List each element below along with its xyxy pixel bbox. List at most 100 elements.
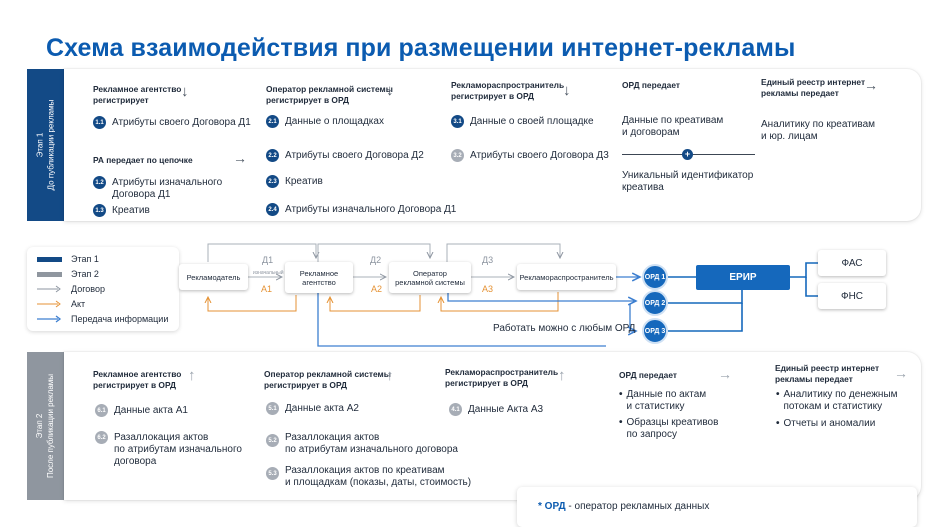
stage1-tab: Этап 1 До публикации рекламы	[27, 69, 64, 221]
legend-contract: Договор	[37, 284, 105, 294]
erir-fas	[790, 262, 818, 278]
any-ord-note: Работать можно с любым ОРД	[493, 323, 636, 334]
arrow-right-icon: →	[718, 366, 732, 382]
step-badge: 4.1	[449, 403, 462, 416]
info-operator-ord2	[447, 293, 636, 301]
step-badge: 2.4	[266, 203, 279, 216]
legend-swatch	[37, 285, 61, 293]
act-a2-arrow	[330, 295, 421, 312]
contract-label-d1: Д1	[262, 255, 274, 265]
act-a1-arrow	[208, 295, 297, 312]
stage2-tab-label: Этап 2 После публикации рекламы	[35, 373, 56, 479]
arrow-right-icon: →	[864, 77, 878, 93]
stage2-ord-header: ОРД передает	[619, 370, 677, 380]
contract-label-d3: Д3	[482, 255, 494, 265]
act-label-a1: А1	[261, 284, 273, 294]
step-badge: 2.2	[266, 149, 279, 162]
legend-act: Акт	[37, 299, 85, 309]
step-badge: 5.1	[266, 402, 279, 415]
info-agency-ord3	[317, 293, 606, 347]
stage2-erir-bullet-2: •Отчеты и аномалии	[776, 418, 876, 429]
contract-d3-arrow	[446, 243, 560, 262]
footnote-abbr: * ОРД	[538, 501, 566, 512]
legend-swatch	[37, 271, 62, 277]
legend-swatch	[37, 315, 62, 323]
node-advertiser: Рекламодатель	[179, 264, 248, 290]
legend-stage1: Этап 1	[37, 254, 99, 264]
fas-box: ФАС	[818, 250, 886, 276]
contract-label-d2: Д2	[370, 255, 382, 265]
step-badge: 5.3	[266, 467, 279, 480]
contract-d1-arrow	[207, 243, 316, 262]
stage1-agency-subheader: РА передает по цепочке	[93, 155, 193, 165]
arrow-down-icon: ↓	[563, 82, 571, 99]
step-badge: 2.3	[266, 175, 279, 188]
step-badge: 5.2	[266, 434, 279, 447]
arrow-up-icon: ↑	[558, 367, 566, 384]
plus-icon: +	[682, 149, 693, 160]
node-distributor: Рекламораспространитель	[517, 264, 616, 290]
step-badge: 2.1	[266, 115, 279, 128]
stage2-panel	[64, 352, 921, 500]
legend: Этап 1 Этап 2 Договор Акт Передача инфор…	[27, 247, 179, 331]
erir-box: ЕРИР	[696, 265, 790, 290]
step-badge: 1.2	[93, 176, 106, 189]
arrow-down-icon: ↓	[386, 82, 394, 99]
arrow-up-icon: ↑	[386, 367, 394, 384]
ord-1: ОРД 1	[642, 264, 668, 290]
legend-stage2: Этап 2	[37, 269, 99, 279]
legend-info: Передача информации	[37, 314, 168, 324]
step-badge: 1.3	[93, 204, 106, 217]
legend-swatch	[37, 256, 62, 262]
footnote: * ОРД - оператор рекламных данных	[517, 487, 917, 527]
step-badge: 3.1	[451, 115, 464, 128]
step-badge: 3.2	[451, 149, 464, 162]
act-label-a3: А3	[482, 284, 494, 294]
ord2-erir	[668, 290, 743, 304]
step-badge: 1.1	[93, 116, 106, 129]
initial-label: изначальный	[253, 270, 284, 276]
footnote-text: - оператор рекламных данных	[565, 501, 710, 512]
info-any-ord	[630, 304, 636, 331]
arrow-down-icon: ↓	[181, 83, 189, 100]
stage1-ord-header: ОРД передает	[622, 80, 680, 90]
ord-3: ОРД 3	[642, 318, 668, 344]
act-label-a2: А2	[371, 284, 383, 294]
fns-box: ФНС	[818, 283, 886, 309]
stage2-tab: Этап 2 После публикации рекламы	[27, 352, 64, 500]
ord-2: ОРД 2	[642, 290, 668, 316]
arrow-right-icon: →	[894, 365, 908, 381]
ord3-erir	[668, 303, 743, 332]
stage1-panel	[64, 69, 921, 221]
